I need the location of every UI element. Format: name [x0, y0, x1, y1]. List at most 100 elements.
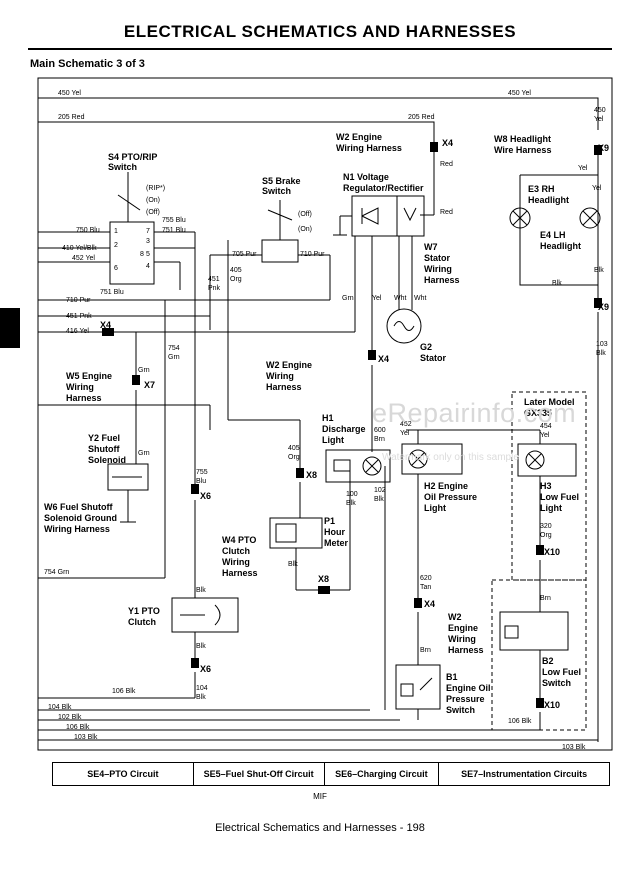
connector-x9-top: X9	[598, 143, 609, 153]
svg-text:Yel: Yel	[540, 432, 550, 439]
connector-x9-bottom: X9	[598, 302, 609, 312]
svg-text:Wiring Harness: Wiring Harness	[336, 143, 402, 153]
switch-position-off: (Off)	[146, 209, 160, 216]
h2-light-label: H2 Engine	[424, 481, 468, 491]
connector-x4-left: X4	[100, 320, 111, 330]
svg-text:106 Blk: 106 Blk	[112, 688, 136, 695]
svg-text:751 Blu: 751 Blu	[162, 227, 186, 234]
oil-pressure-light-box	[401, 443, 463, 475]
e4-headlight-label: E4 LH	[540, 230, 566, 240]
svg-text:Switch: Switch	[542, 678, 571, 688]
svg-text:Blk: Blk	[596, 350, 606, 357]
g2-stator-label: G2	[420, 342, 432, 352]
svg-text:103 Blk: 103 Blk	[74, 734, 98, 741]
svg-text:710 Pur: 710 Pur	[300, 251, 325, 258]
w8-harness-label: W8 Headlight	[494, 134, 551, 144]
svg-text:Red: Red	[440, 161, 453, 168]
svg-text:Blk: Blk	[196, 694, 206, 701]
svg-text:Harness: Harness	[424, 275, 460, 285]
terminal-7: 7	[146, 228, 150, 235]
svg-text:Brn: Brn	[540, 595, 551, 602]
svg-text:Grn: Grn	[342, 295, 354, 302]
svg-text:205 Red: 205 Red	[408, 114, 435, 121]
svg-text:100: 100	[346, 491, 358, 498]
svg-text:Clutch: Clutch	[128, 617, 156, 627]
connector-x4-top: X4	[442, 138, 453, 148]
svg-text:Headlight: Headlight	[540, 241, 581, 251]
svg-text:Discharge: Discharge	[322, 424, 366, 434]
svg-text:205 Red: 205 Red	[58, 114, 85, 121]
switch-position-on: (On)	[146, 197, 160, 204]
svg-text:104 Blk: 104 Blk	[48, 704, 72, 711]
svg-text:Pressure: Pressure	[446, 694, 485, 704]
terminal-3: 3	[146, 238, 150, 245]
h3-light-label: H3	[540, 481, 552, 491]
svg-text:Shutoff: Shutoff	[88, 444, 120, 454]
svg-text:Wiring: Wiring	[448, 634, 476, 644]
page-footer: Electrical Schematics and Harnesses - 19…	[215, 822, 425, 834]
svg-text:Yel: Yel	[400, 430, 410, 437]
svg-text:751 Blu: 751 Blu	[100, 289, 124, 296]
svg-text:450 Yel: 450 Yel	[508, 90, 531, 97]
svg-text:Clutch: Clutch	[222, 546, 250, 556]
circuit-se4: SE4–PTO Circuit	[53, 763, 194, 785]
svg-text:106 Blk: 106 Blk	[508, 718, 532, 725]
w4-harness-label: W4 PTO	[222, 535, 256, 545]
svg-text:Org: Org	[288, 454, 300, 461]
section-tab-marker	[0, 308, 20, 348]
svg-text:Solenoid Ground: Solenoid Ground	[44, 513, 117, 523]
svg-text:Wiring Harness: Wiring Harness	[44, 524, 110, 534]
schematic-frame	[37, 77, 613, 751]
svg-text:Regulator/Rectifier: Regulator/Rectifier	[343, 183, 424, 193]
svg-text:104: 104	[196, 685, 208, 692]
svg-text:Engine: Engine	[448, 623, 478, 633]
terminal-4: 4	[146, 263, 150, 270]
terminal-8: 8	[140, 251, 144, 258]
brake-position-off: (Off)	[298, 211, 312, 218]
svg-text:Meter: Meter	[324, 538, 349, 548]
svg-text:755 Blu: 755 Blu	[162, 217, 186, 224]
svg-text:405: 405	[288, 445, 300, 452]
svg-text:320: 320	[540, 523, 552, 530]
terminal-6: 6	[114, 265, 118, 272]
w2-harness-label: W2 Engine	[336, 132, 382, 142]
svg-text:620: 620	[420, 575, 432, 582]
terminal-2: 2	[114, 242, 118, 249]
svg-text:Wire Harness: Wire Harness	[494, 145, 551, 155]
svg-text:103 Blk: 103 Blk	[562, 744, 586, 751]
terminal-5: 5	[146, 251, 150, 258]
svg-text:450 Yel: 450 Yel	[58, 90, 81, 97]
svg-text:Yel: Yel	[592, 185, 602, 192]
e3-headlight-label: E3 RH	[528, 184, 555, 194]
svg-text:600: 600	[374, 427, 386, 434]
svg-text:750 Blu: 750 Blu	[76, 227, 100, 234]
svg-text:754: 754	[168, 345, 180, 352]
mif-label: MIF	[313, 792, 327, 801]
y2-solenoid-label: Y2 Fuel	[88, 433, 120, 443]
pto-switch-body	[109, 221, 155, 285]
circuit-reference-bar: SE4–PTO Circuit SE5–Fuel Shut-Off Circui…	[52, 762, 610, 786]
svg-text:Pnk: Pnk	[208, 285, 221, 292]
s4-switch-label: S4 PTO/RIP	[108, 152, 157, 162]
connector-x4-mid: X4	[378, 354, 389, 364]
connector-x6-upper: X6	[200, 491, 211, 501]
terminal-1: 1	[114, 228, 118, 235]
later-model-label: Later Model	[524, 397, 575, 407]
svg-text:Headlight: Headlight	[528, 195, 569, 205]
circuit-se5: SE5–Fuel Shut-Off Circuit	[194, 763, 325, 785]
svg-text:710 Pur: 710 Pur	[66, 297, 91, 304]
svg-text:Org: Org	[540, 532, 552, 539]
svg-text:Tan: Tan	[420, 584, 431, 591]
svg-text:Light: Light	[424, 503, 446, 513]
connector-x6-lower: X6	[200, 664, 211, 674]
svg-text:Blk: Blk	[346, 500, 356, 507]
page-title: ELECTRICAL SCHEMATICS AND HARNESSES	[123, 22, 517, 41]
svg-text:Blk: Blk	[288, 561, 298, 568]
svg-text:Grn: Grn	[168, 354, 180, 361]
oil-pressure-switch-box	[395, 664, 441, 710]
svg-text:754 Grn: 754 Grn	[44, 569, 69, 576]
discharge-light-box	[325, 449, 391, 483]
svg-text:GX335: GX335	[524, 408, 552, 418]
svg-text:705 Pur: 705 Pur	[232, 251, 257, 258]
svg-text:Switch: Switch	[108, 162, 137, 172]
